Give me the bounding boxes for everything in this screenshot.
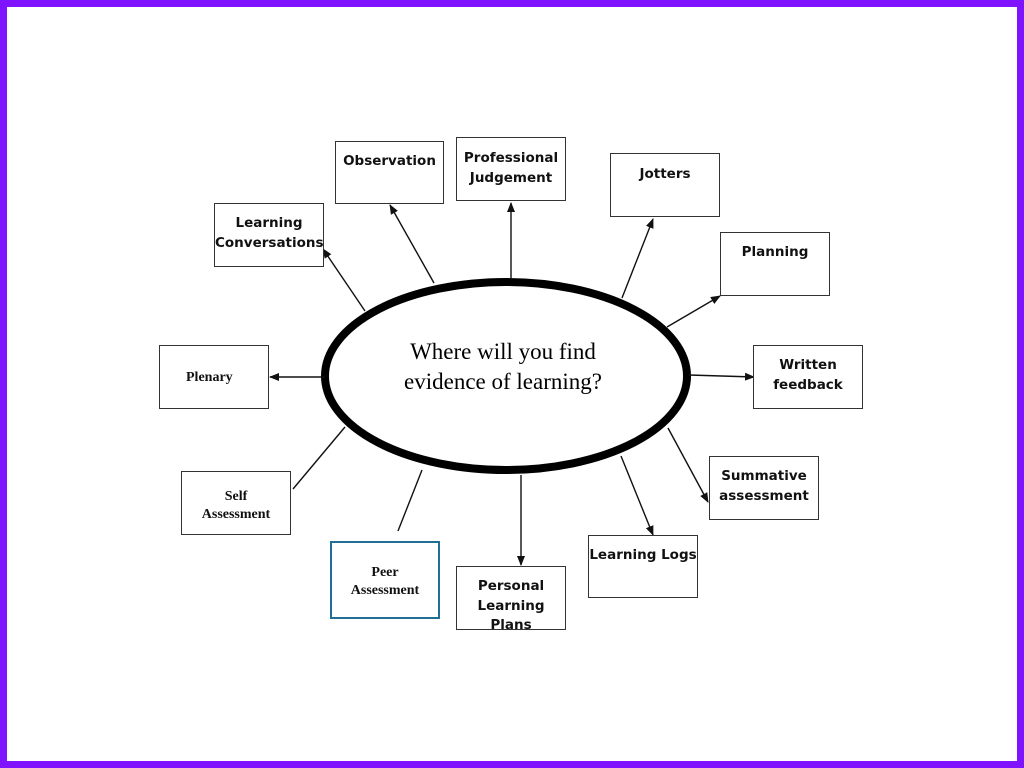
arrow-to-learning-conversations bbox=[322, 248, 366, 312]
arrow-to-observation bbox=[389, 204, 435, 284]
plenary-box: Plenary bbox=[159, 345, 269, 409]
learning-logs-box: Learning Logs bbox=[588, 535, 698, 598]
written-feedback-box: Written feedback bbox=[753, 345, 863, 409]
arrow-to-written-feedback bbox=[688, 372, 755, 381]
arrow-to-summative-assessment bbox=[667, 427, 709, 503]
learning-conversations-box: Learning Conversations bbox=[214, 203, 324, 267]
peer-assessment-box: Peer Assessment bbox=[330, 541, 440, 619]
central-ellipse bbox=[321, 278, 691, 474]
personal-learning-plans-box: Personal Learning Plans bbox=[456, 566, 566, 633]
summative-assessment-box: Summative assessment bbox=[709, 456, 819, 520]
line-to-peer-assessment bbox=[397, 469, 423, 532]
observation-box: Observation bbox=[335, 141, 444, 204]
arrow-to-learning-logs bbox=[620, 455, 654, 536]
professional-judgement-box: Professional Judgement bbox=[456, 137, 566, 201]
planning-box: Planning bbox=[720, 232, 830, 296]
line-to-self-assessment bbox=[292, 426, 346, 490]
central-question: Where will you find evidence of learning… bbox=[404, 339, 602, 394]
jotters-box: Jotters bbox=[610, 153, 720, 217]
arrow-to-planning bbox=[666, 295, 721, 328]
arrow-to-jotters bbox=[621, 218, 654, 299]
self-assessment-box: Self Assessment bbox=[181, 471, 291, 535]
